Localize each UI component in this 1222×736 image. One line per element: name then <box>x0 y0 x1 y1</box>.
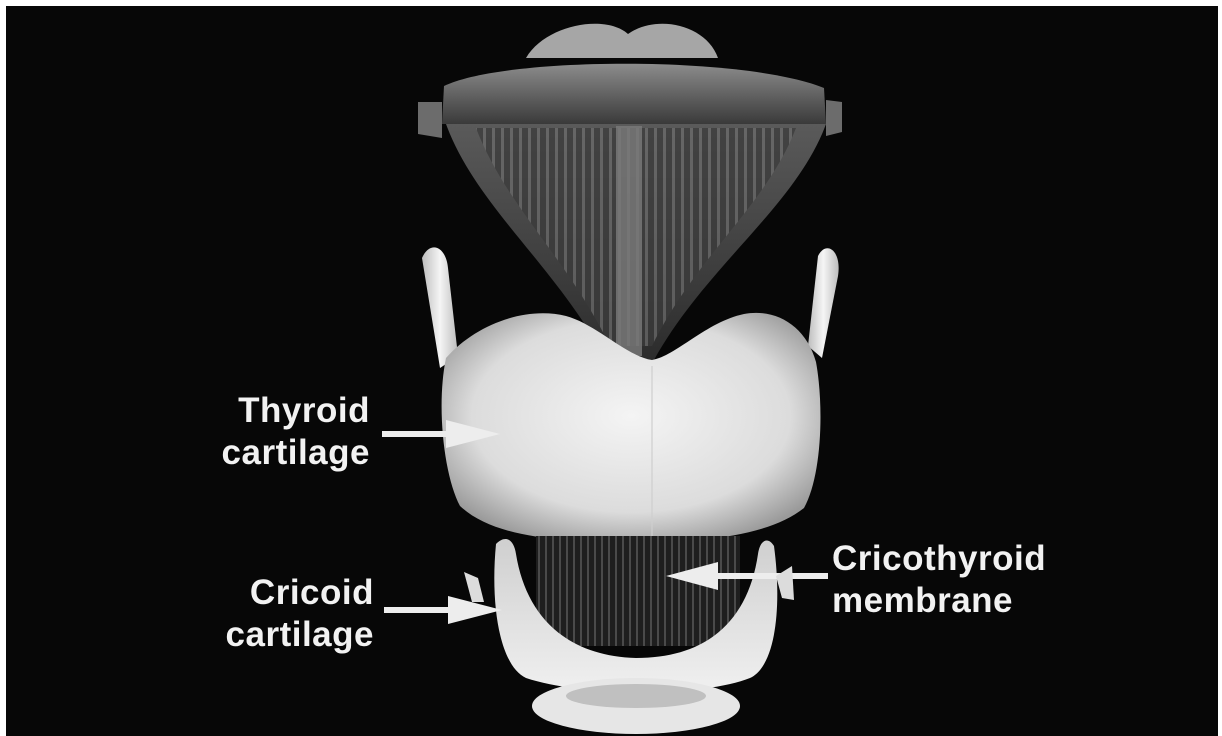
thyroid-cartilage-label: Thyroid cartilage <box>194 390 370 474</box>
cricothyroid-label-line2: membrane <box>832 580 1132 622</box>
right-superior-horn <box>808 248 839 358</box>
cricothyroid-region <box>536 536 740 646</box>
thyroid-label-line2: cartilage <box>194 432 370 474</box>
anatomy-image: Thyroid cartilage Cricoid cartilage Cric… <box>6 6 1218 736</box>
cricoid-arrow <box>384 572 502 624</box>
epiglottis <box>418 24 842 138</box>
left-superior-horn <box>422 247 458 368</box>
cricothyroid-label-line1: Cricothyroid <box>832 538 1132 580</box>
cricothyroid-membrane-label: Cricothyroid membrane <box>832 538 1132 622</box>
cricoid-cartilage-label: Cricoid cartilage <box>196 572 374 656</box>
cricoid-label-line2: cartilage <box>196 614 374 656</box>
cricoid-label-line1: Cricoid <box>196 572 374 614</box>
larynx-illustration <box>6 6 1218 736</box>
thyroid-label-line1: Thyroid <box>194 390 370 432</box>
